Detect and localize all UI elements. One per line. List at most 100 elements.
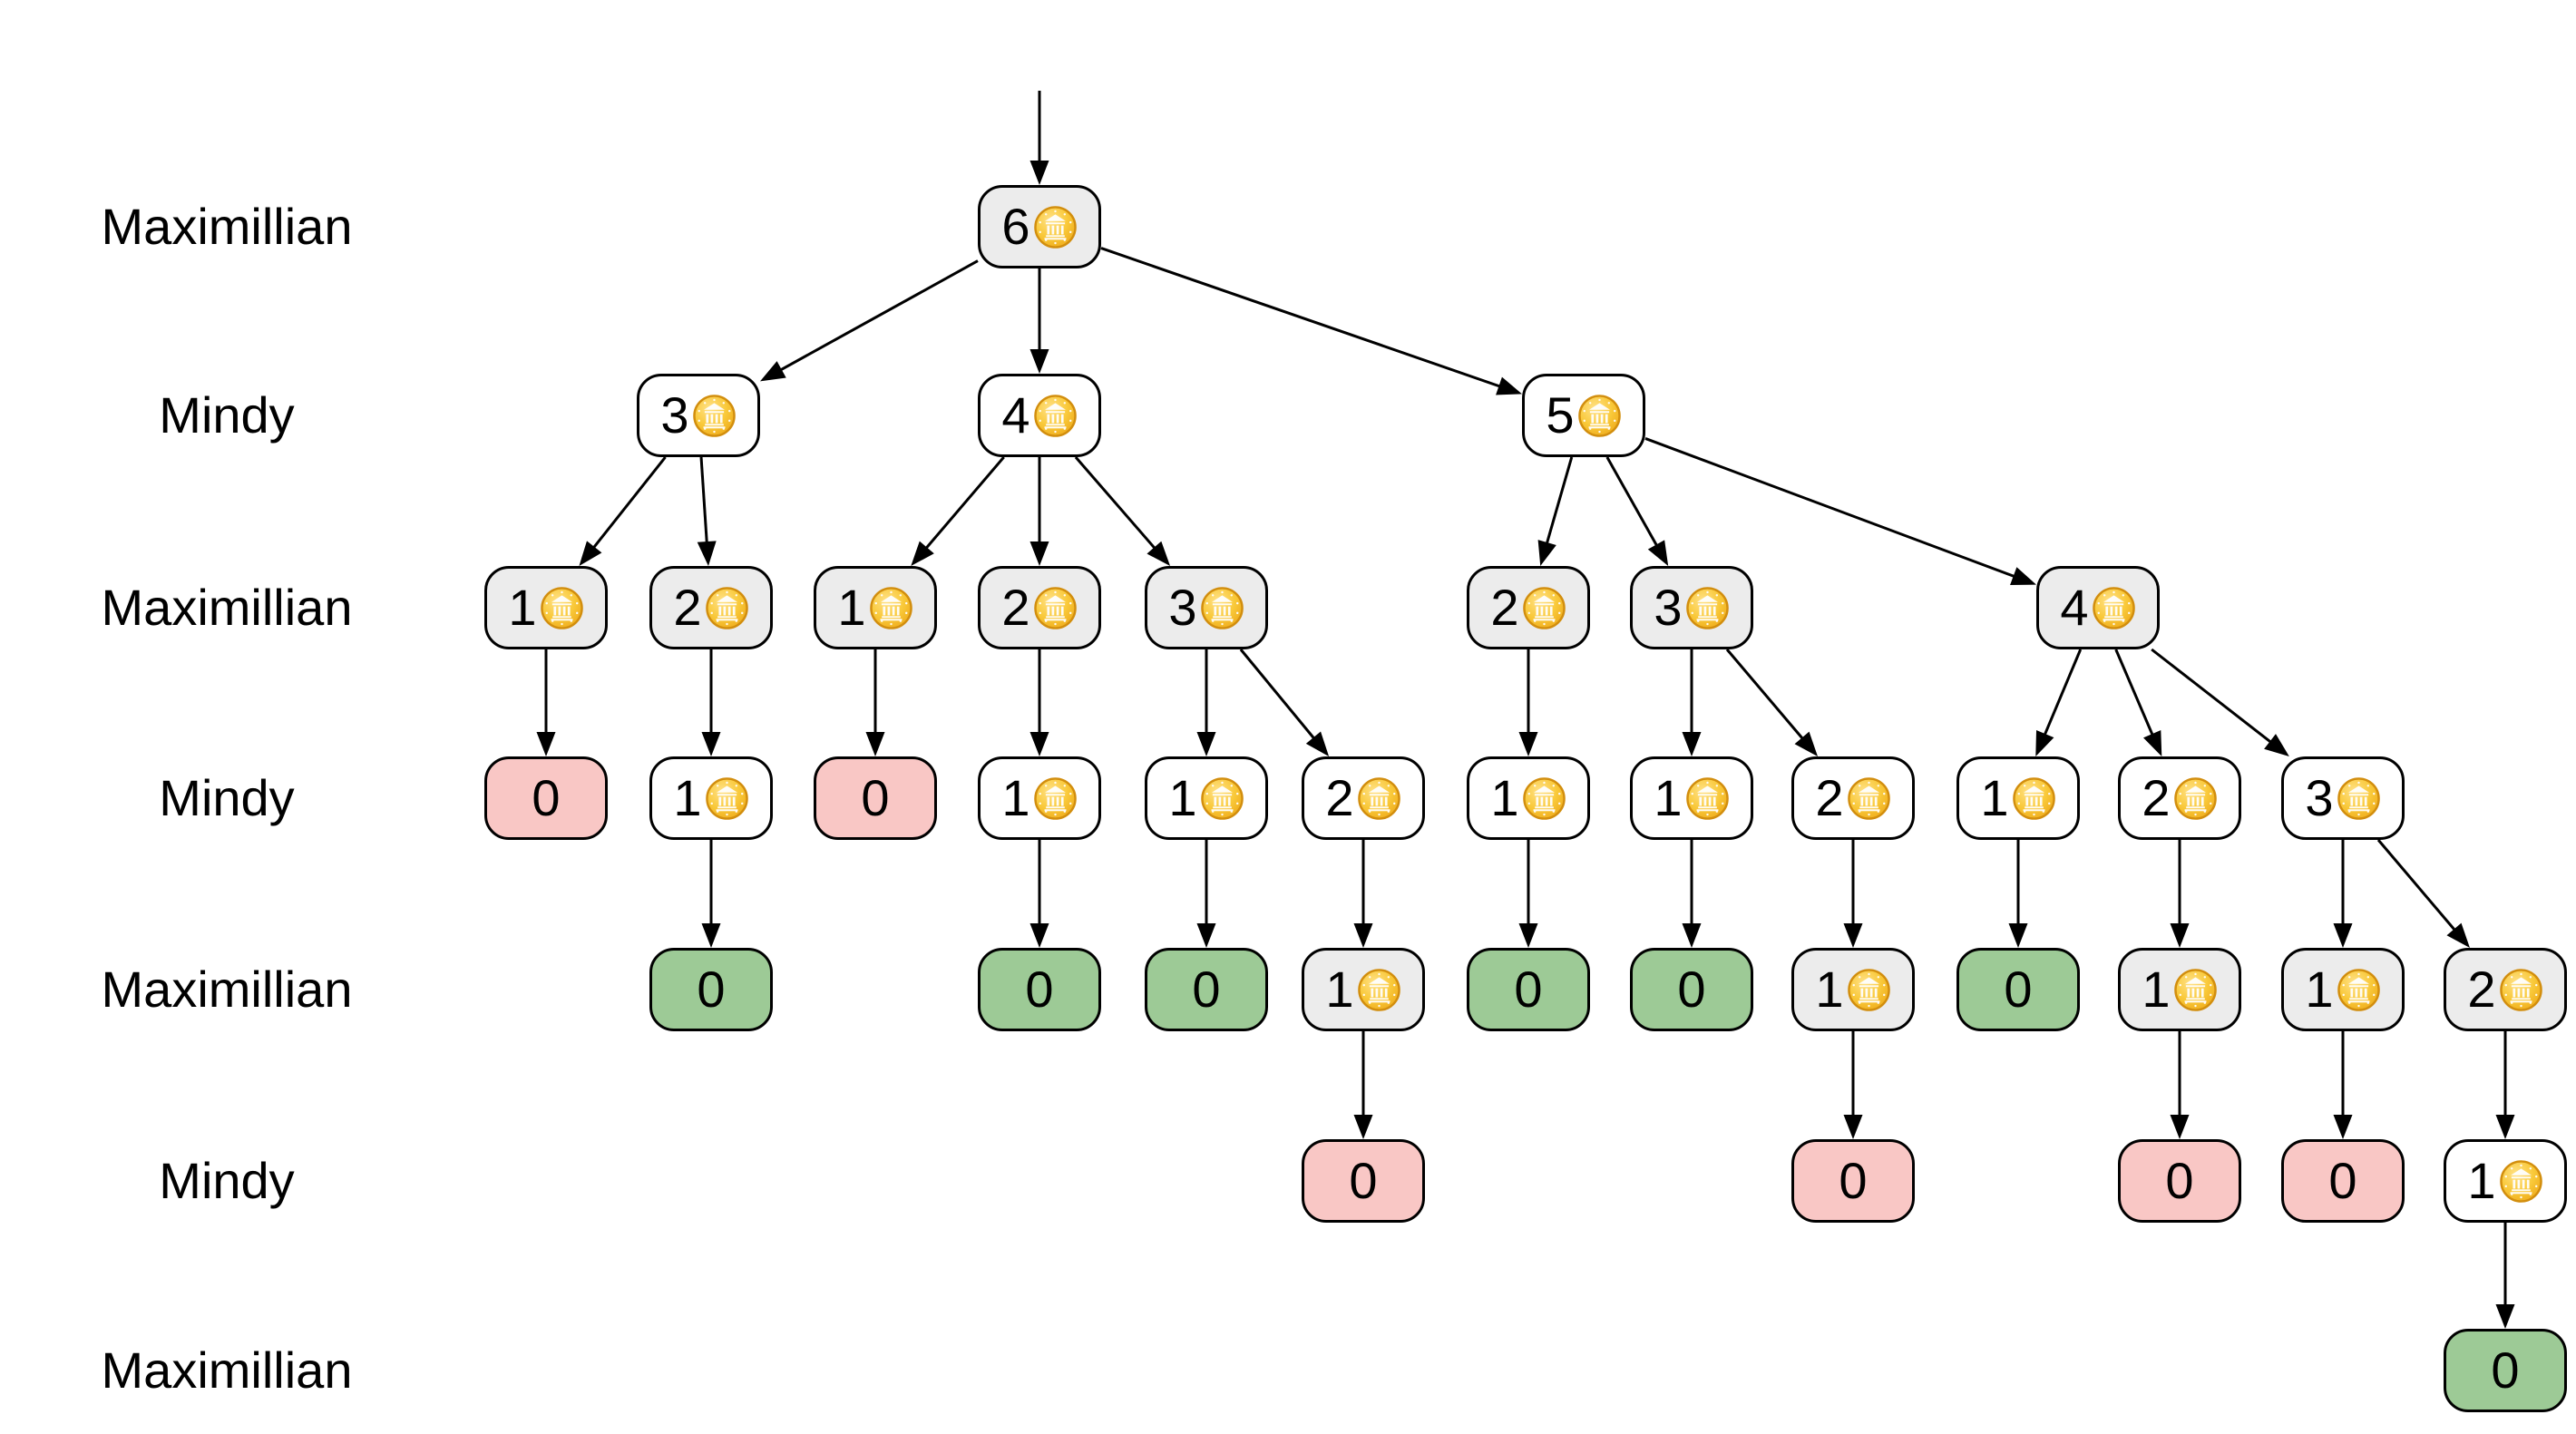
tree-edge-arrowhead: [1682, 923, 1702, 948]
tree-edge: [1543, 456, 1574, 552]
tree-node-d3: 0: [1145, 948, 1268, 1031]
node-coin-count: 0: [2328, 1152, 2357, 1209]
tree-edge-arrowhead: [2010, 567, 2036, 585]
gold-coin-icon: [1033, 776, 1077, 820]
node-coin-count: 2: [1815, 769, 1844, 826]
node-coin-count: 2: [673, 579, 702, 636]
tree-node-e2: 0: [1791, 1139, 1915, 1223]
tree-edge-arrowhead: [2333, 923, 2353, 948]
row-label: Maximillian: [101, 579, 353, 636]
tree-node-c9: 2: [1791, 756, 1915, 840]
node-coin-count: 1: [673, 769, 702, 826]
tree-edge-arrowhead: [1647, 540, 1669, 566]
tree-node-c6: 2: [1302, 756, 1425, 840]
gold-coin-icon: [2173, 776, 2217, 820]
tree-node-b7: 3: [1630, 566, 1753, 649]
node-coin-count: 0: [861, 769, 890, 826]
node-coin-count: 1: [1001, 769, 1030, 826]
tree-edge-arrowhead: [1029, 732, 1049, 756]
tree-node-d5: 0: [1467, 948, 1590, 1031]
tree-edge: [587, 456, 667, 556]
node-coin-count: 0: [1677, 961, 1706, 1018]
gold-coin-icon: [1577, 394, 1621, 437]
tree-edge-arrowhead: [2008, 923, 2028, 948]
node-coin-count: 0: [2165, 1152, 2194, 1209]
tree-edge-arrowhead: [1353, 923, 1373, 948]
tree-edge-arrowhead: [579, 541, 602, 566]
tree-node-a5: 5: [1522, 374, 1645, 457]
node-coin-count: 1: [1815, 961, 1844, 1018]
tree-node-c5: 1: [1145, 756, 1268, 840]
tree-edge: [1074, 456, 1162, 556]
node-coin-count: 2: [1325, 769, 1354, 826]
tree-node-c1: 0: [484, 756, 608, 840]
tree-edge-arrowhead: [2495, 1304, 2515, 1329]
gold-coin-icon: [1847, 968, 1890, 1011]
row-label: Mindy: [159, 769, 295, 826]
tree-edge-arrowhead: [701, 923, 721, 948]
tree-edge-arrowhead: [1305, 731, 1330, 756]
node-coin-count: 4: [2060, 579, 2089, 636]
node-coin-count: 3: [660, 386, 689, 444]
gold-coin-icon: [1033, 205, 1077, 249]
tree-edge: [1725, 649, 1810, 746]
node-coin-count: 0: [1349, 1152, 1378, 1209]
tree-node-e1: 0: [1302, 1139, 1425, 1223]
node-coin-count: 1: [1168, 769, 1197, 826]
gold-coin-icon: [1033, 394, 1077, 437]
tree-edge: [1605, 456, 1663, 554]
tree-edge-arrowhead: [2170, 923, 2190, 948]
tree-edge-arrowhead: [2170, 1115, 2190, 1139]
gold-coin-icon: [540, 586, 583, 629]
row-label: Maximillian: [101, 1341, 353, 1399]
tree-node-d2: 0: [978, 948, 1101, 1031]
node-coin-count: 1: [2142, 961, 2171, 1018]
node-coin-count: 2: [2467, 961, 2496, 1018]
tree-edge-arrowhead: [536, 732, 556, 756]
tree-node-a3: 3: [637, 374, 760, 457]
tree-node-e5: 1: [2444, 1139, 2567, 1223]
row-label: Maximillian: [101, 198, 353, 255]
tree-node-d10: 1: [2281, 948, 2405, 1031]
node-coin-count: 0: [1025, 961, 1054, 1018]
tree-node-d9: 1: [2118, 948, 2241, 1031]
tree-node-c7: 1: [1467, 756, 1590, 840]
tree-edge: [772, 259, 979, 376]
node-coin-count: 0: [697, 961, 726, 1018]
tree-edge: [1239, 649, 1321, 746]
node-coin-count: 1: [2305, 961, 2334, 1018]
tree-edge: [2376, 839, 2462, 938]
tree-node-c11: 2: [2118, 756, 2241, 840]
tree-node-b1: 1: [484, 566, 608, 649]
node-coin-count: 1: [1325, 961, 1354, 1018]
gold-coin-icon: [2337, 776, 2380, 820]
tree-edge-arrowhead: [1029, 349, 1049, 374]
node-coin-count: 6: [1001, 198, 1030, 255]
node-coin-count: 0: [532, 769, 561, 826]
tree-edge: [919, 456, 1005, 556]
gold-coin-icon: [692, 394, 736, 437]
tree-edge-arrowhead: [911, 541, 934, 566]
tree-node-e4: 0: [2281, 1139, 2405, 1223]
gold-coin-icon: [1357, 968, 1400, 1011]
tree-edge-arrowhead: [1518, 923, 1538, 948]
tree-node-b4: 2: [978, 566, 1101, 649]
tree-edge-arrowhead: [1029, 923, 1049, 948]
tree-edge: [2114, 649, 2158, 744]
node-coin-count: 2: [2142, 769, 2171, 826]
gold-coin-icon: [705, 586, 748, 629]
tree-node-d11: 2: [2444, 948, 2567, 1031]
node-coin-count: 1: [2467, 1152, 2496, 1209]
tree-edge-arrowhead: [1843, 923, 1863, 948]
tree-edge: [2151, 648, 2278, 749]
node-coin-count: 5: [1546, 386, 1575, 444]
tree-edge-arrowhead: [760, 361, 786, 382]
node-coin-count: 3: [1168, 579, 1197, 636]
tree-edge-arrowhead: [2264, 734, 2289, 756]
node-coin-count: 3: [1654, 579, 1683, 636]
gold-coin-icon: [705, 776, 748, 820]
node-coin-count: 3: [2305, 769, 2334, 826]
tree-node-b2: 2: [649, 566, 773, 649]
